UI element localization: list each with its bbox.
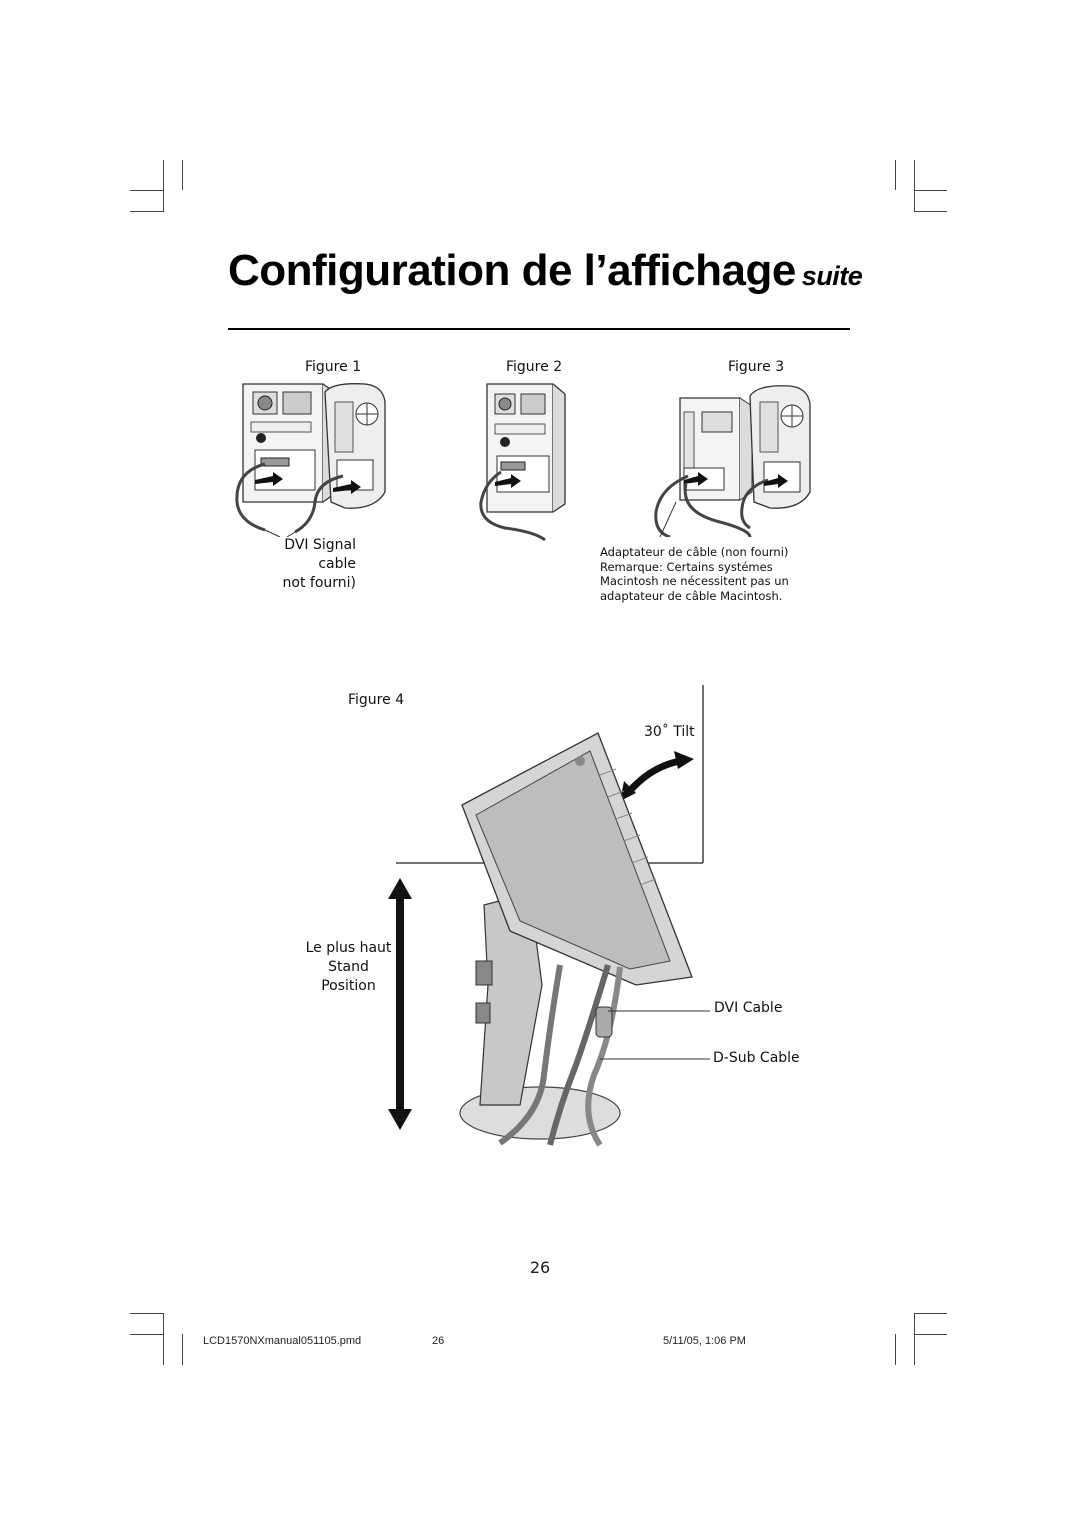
footer-page: 26 [432, 1335, 445, 1347]
figure-2-label: Figure 2 [506, 359, 563, 375]
figure-1-caption: DVI Signal cable not fourni) [250, 536, 356, 593]
tilt-label: 30˚ Tilt [644, 724, 695, 740]
figure-3-note: Adaptateur de câble (non fourni) Remarqu… [600, 545, 789, 603]
page-title-text: Configuration de l’affichage [228, 246, 796, 295]
crop-mark [895, 1334, 896, 1365]
figure-4-label: Figure 4 [348, 692, 405, 708]
crop-mark [182, 1334, 183, 1365]
figure-3-illustration [654, 385, 811, 537]
crop-mark [130, 1313, 163, 1314]
crop-mark [914, 211, 947, 212]
figure-1-illustration [235, 383, 386, 537]
crop-mark [130, 1334, 163, 1335]
crop-mark [914, 1313, 947, 1314]
crop-mark [895, 160, 896, 190]
dvi-cable-label: DVI Cable [714, 1000, 783, 1016]
figure-3-label: Figure 3 [728, 359, 785, 375]
figure-1-label: Figure 1 [305, 359, 362, 375]
page-title-suffix: suite [801, 261, 863, 291]
crop-mark [914, 190, 947, 191]
stand-position-line: Le plus haut [305, 940, 392, 956]
crop-mark [130, 211, 163, 212]
crop-mark [914, 1313, 915, 1365]
figure-1-caption-line: DVI Signal cable [284, 537, 356, 572]
figure-1-caption-line: not fourni) [282, 575, 356, 591]
figure-2-illustration [479, 383, 566, 542]
crop-mark [163, 160, 164, 212]
figure-3-note-line: adaptateur de câble Macintosh. [600, 588, 783, 603]
stand-position-label: Le plus haut Stand Position [296, 939, 401, 996]
crop-mark [130, 190, 163, 191]
page-number: 26 [529, 1258, 551, 1277]
figure-3-note-line: Adaptateur de câble (non fourni) [600, 545, 789, 559]
figure-4-illustration [388, 685, 710, 1147]
crop-mark [163, 1313, 164, 1365]
crop-mark [914, 160, 915, 212]
crop-mark [182, 160, 183, 190]
stand-position-line: Stand [328, 959, 369, 975]
title-underline [228, 328, 850, 330]
crop-mark [914, 1334, 947, 1335]
footer-filename: LCD1570NXmanual051105.pmd [203, 1335, 362, 1347]
stand-position-line: Position [321, 978, 376, 994]
footer-datetime: 5/11/05, 1:06 PM [663, 1335, 746, 1347]
dsub-cable-label: D-Sub Cable [713, 1050, 800, 1066]
figure-3-note-line: Macintosh ne nécessitent pas un [600, 574, 789, 588]
figure-3-note-line: Remarque: Certains systémes [600, 559, 773, 574]
